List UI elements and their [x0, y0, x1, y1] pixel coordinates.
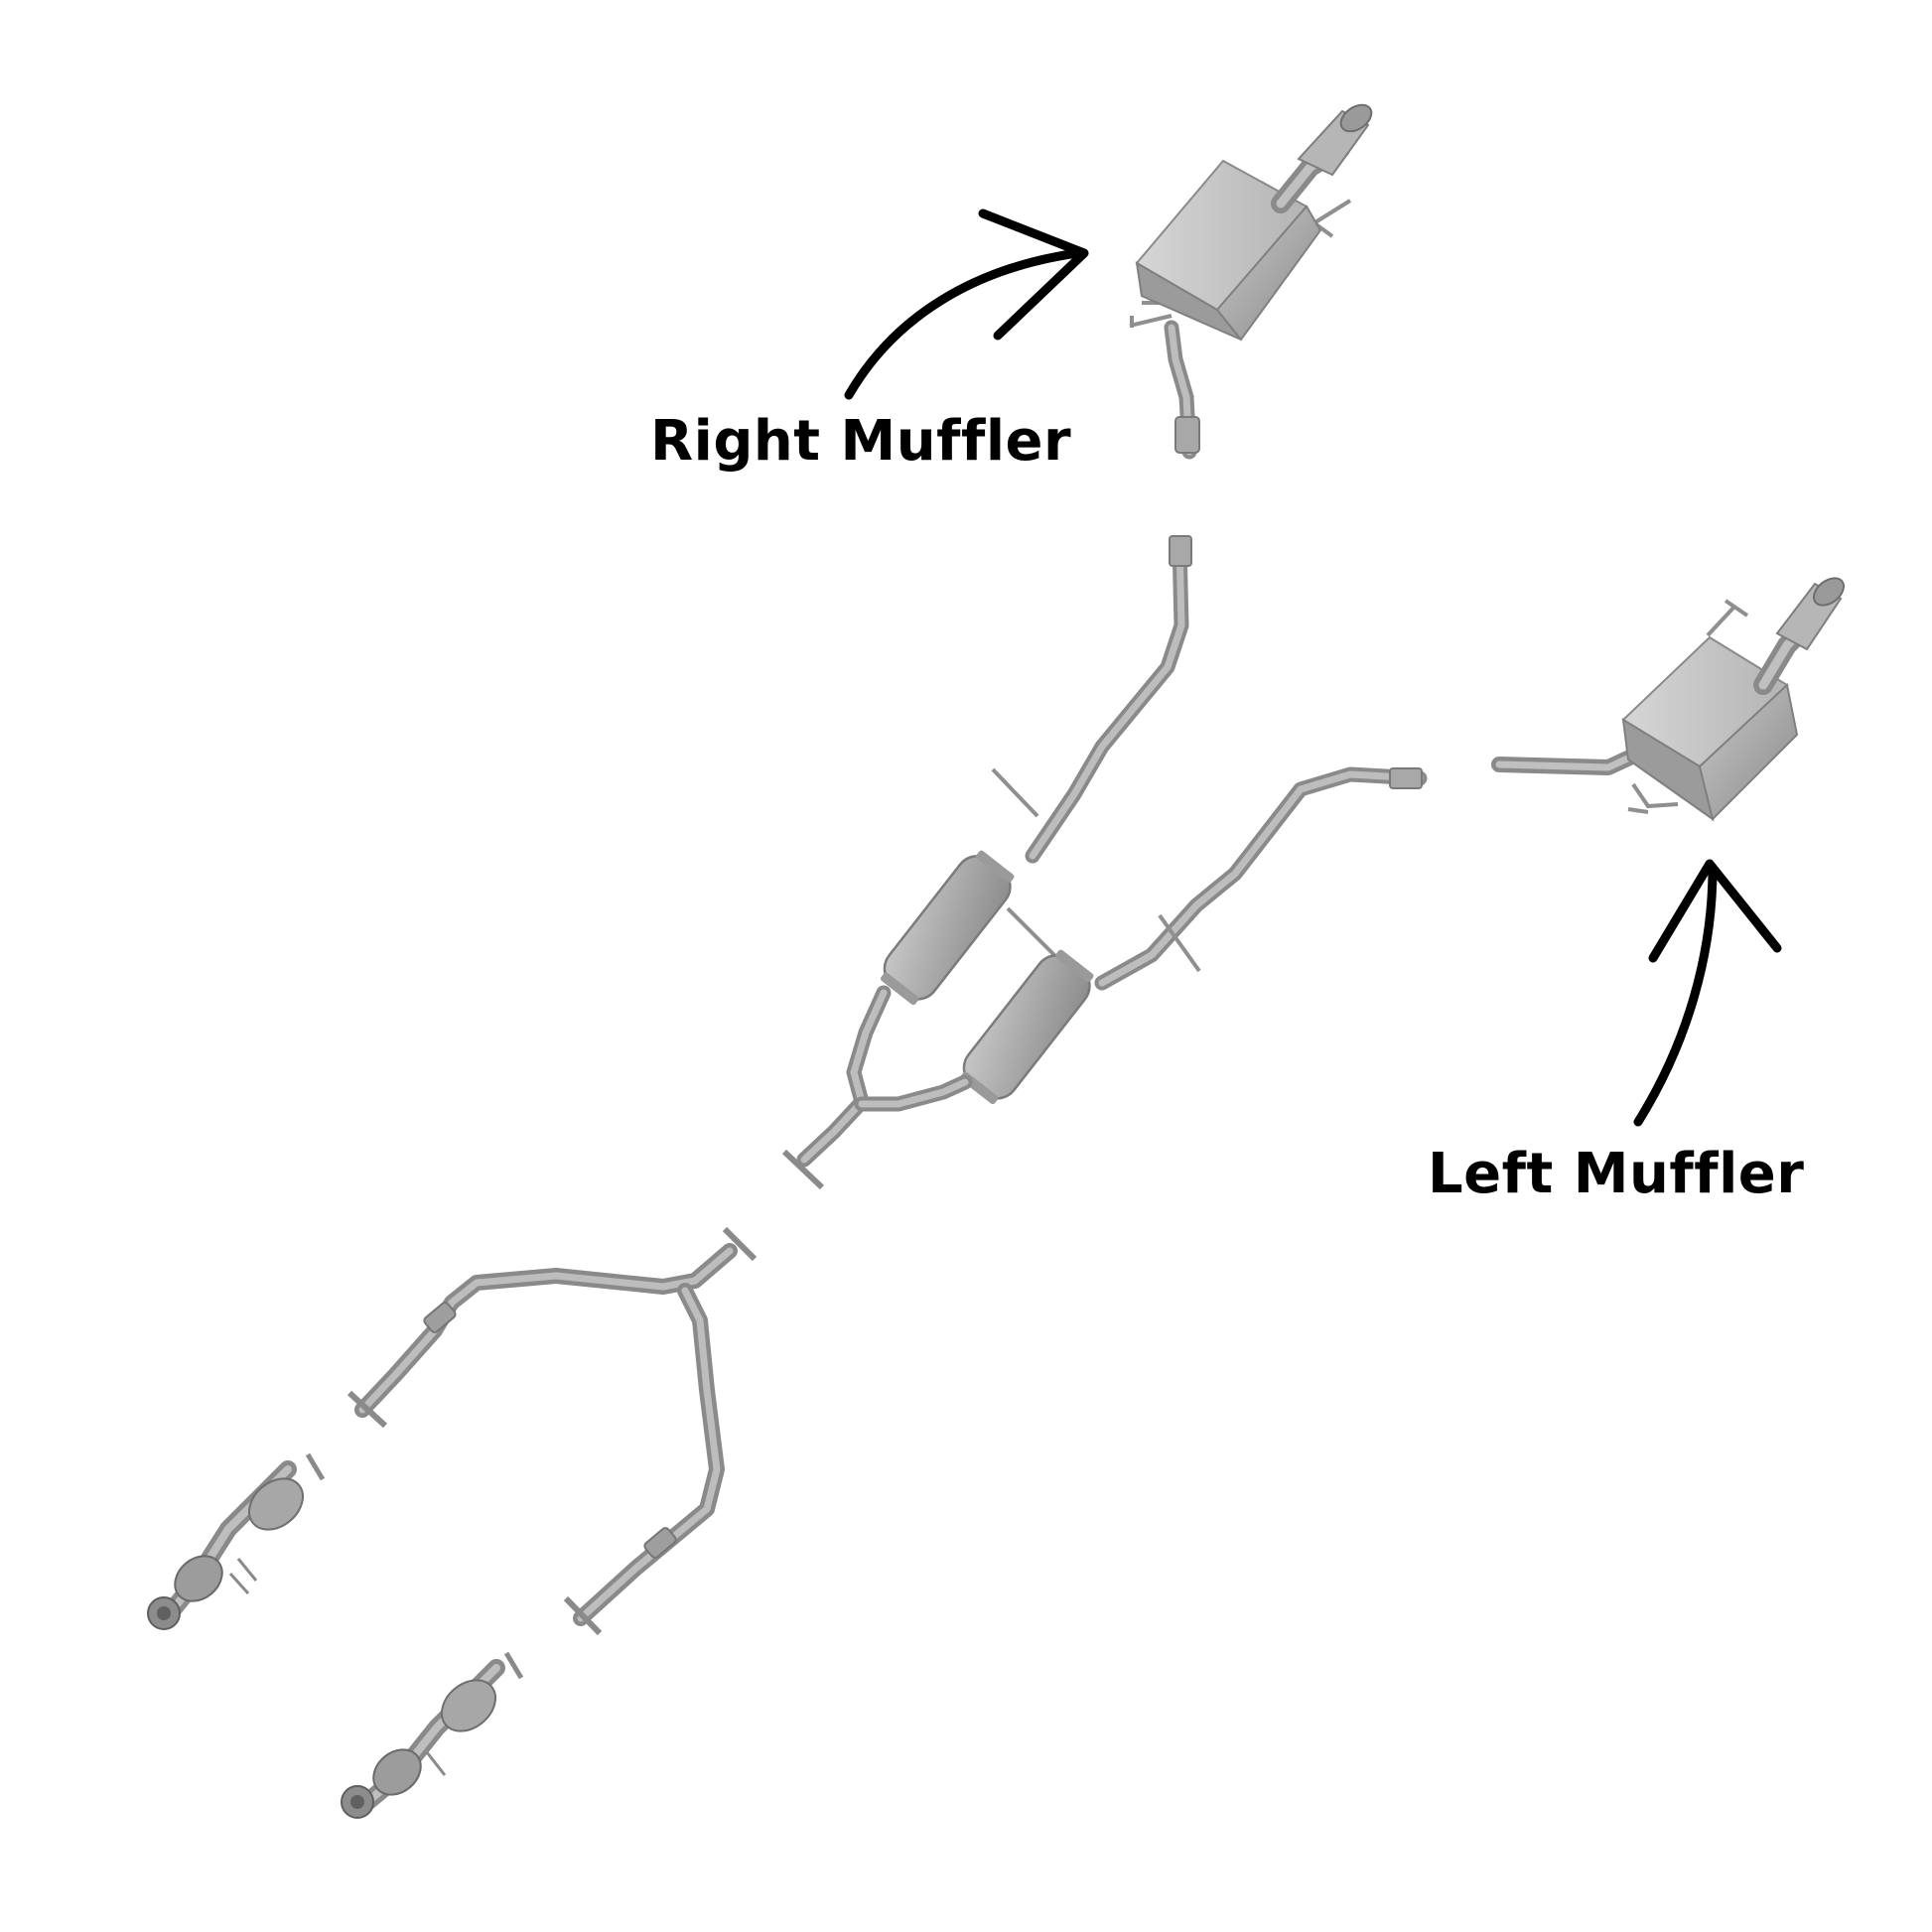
left-muffler-label: Left Muffler [1428, 1142, 1805, 1206]
catalytic-converter-lower [341, 1651, 524, 1819]
left-intermediate-pipe-end [1389, 767, 1423, 789]
front-y-pipe-outlet-flange [722, 1226, 758, 1262]
right-muffler-assembly [1129, 103, 1373, 460]
arrow-to-left-muffler-icon [1633, 859, 1782, 1127]
front-y-pipe-flex-joint [423, 1302, 457, 1333]
front-y-pipe-right-branch [573, 1283, 725, 1626]
front-y-pipe-inlet-flange [346, 1390, 388, 1429]
left-resonator [959, 949, 1094, 1105]
mid-hanger [1158, 913, 1201, 973]
right-resonator [880, 850, 1015, 1006]
mid-pipe-assembly [781, 535, 1428, 1190]
left-intermediate-pipe [1094, 766, 1428, 991]
right-muffler-label: Right Muffler [650, 409, 1072, 474]
right-muffler-tip-opening [1339, 103, 1373, 133]
left-muffler-hanger [1627, 782, 1679, 814]
left-muffler-assembly [1491, 577, 1846, 822]
right-muffler-body-side [1215, 205, 1322, 342]
left-muffler-body-side [1698, 683, 1799, 821]
front-y-pipe-inlet-flange [563, 1595, 603, 1636]
mid-hanger [991, 767, 1039, 818]
left-muffler-tip-opening [1812, 577, 1846, 607]
right-muffler-inlet-sleeve [1174, 416, 1200, 454]
mid-flange [781, 1149, 825, 1190]
catalytic-converter-upper [147, 1452, 326, 1630]
front-y-pipe [346, 1226, 758, 1636]
right-intermediate-pipe [1025, 536, 1189, 864]
front-y-pipe-flex-joint [643, 1527, 677, 1559]
right-intermediate-pipe-end [1169, 535, 1192, 567]
left-muffler-hanger [1706, 599, 1749, 637]
arrow-to-right-muffler-icon [844, 208, 1089, 400]
